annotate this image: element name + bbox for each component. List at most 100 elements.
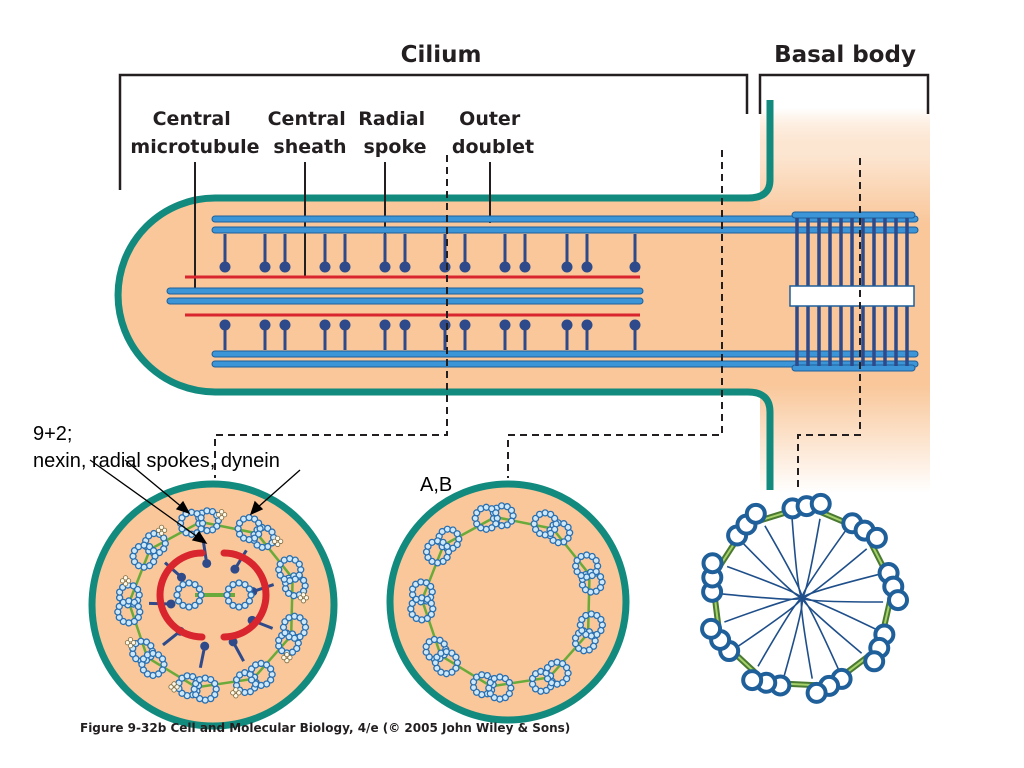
dynein-arm <box>127 637 134 643</box>
dynein-arm <box>122 575 129 581</box>
triplet-microtubule <box>700 617 723 640</box>
dynein-arm <box>216 512 222 518</box>
doublet-b-protofilament <box>254 519 263 527</box>
dynein-arm <box>281 654 287 661</box>
doublet-b-protofilament <box>562 664 571 672</box>
spoke-head <box>166 599 176 609</box>
dynein-arm <box>161 527 168 533</box>
spoke-head-bottom <box>339 319 351 331</box>
central-microtubule-left <box>179 580 187 589</box>
cartwheel-spoke <box>791 517 821 599</box>
dynein-arm <box>275 535 281 541</box>
spoke-head-top <box>499 261 511 273</box>
central-microtubule-left <box>197 591 205 599</box>
doublet-a-protofilament <box>596 573 605 581</box>
doublet-b-protofilament <box>592 556 600 565</box>
axoneme-cross-section <box>88 480 338 730</box>
dynein-arm <box>272 538 278 544</box>
dynein-arm <box>219 509 225 515</box>
central-microtubule-left <box>174 585 183 593</box>
spoke-head-bottom <box>629 319 641 331</box>
spoke-head <box>230 564 240 574</box>
dynein-arm <box>119 578 126 584</box>
triplet-microtubule <box>701 552 724 575</box>
spoke-head-top <box>439 261 451 273</box>
dynein-arm <box>122 581 129 587</box>
cartwheel-spoke <box>757 597 804 678</box>
spoke-head-top <box>581 261 593 273</box>
dynein-arm <box>130 640 137 646</box>
doublet-b-protofilament <box>443 542 451 551</box>
spoke-head-bottom <box>561 319 573 331</box>
dynein-arm <box>297 595 304 601</box>
structures-note: nexin, radial spokes, dynein <box>33 450 280 472</box>
central-microtubule-right <box>224 585 233 593</box>
dynein-arm <box>155 527 162 533</box>
dynein-arm <box>171 687 177 693</box>
central-microtubule-right <box>229 601 237 610</box>
dynein-arm <box>124 640 131 646</box>
central-microtubule-left <box>179 601 187 610</box>
doublet-a-protofilament <box>564 523 572 532</box>
dynein-arm <box>236 690 242 696</box>
triplet-microtubule <box>741 669 764 692</box>
spoke-head-top <box>629 261 641 273</box>
triplet-microtubule <box>887 589 910 612</box>
central-microtubule-right <box>247 591 255 599</box>
spoke-head-bottom <box>219 319 231 331</box>
doublet-a-protofilament <box>453 530 461 538</box>
central-microtubule-left <box>191 580 199 589</box>
figure-caption: Figure 9-32b Cell and Molecular Biology,… <box>80 721 570 735</box>
central-microtubule-right <box>224 597 233 605</box>
spoke-head-top <box>379 261 391 273</box>
triplet-microtubule <box>744 502 767 525</box>
central-microtubule-left <box>185 603 193 611</box>
basal-body-cross-section <box>700 492 910 704</box>
dynein-arm <box>300 598 307 604</box>
central-sheath-right <box>220 549 270 641</box>
central-microtubule-right <box>241 580 249 589</box>
transition-zone-cross-section <box>386 480 630 724</box>
dynein-arm <box>171 681 177 687</box>
triplet-microtubule <box>863 650 886 673</box>
spoke-head-bottom <box>499 319 511 331</box>
cilium-bracket <box>118 73 749 190</box>
central-microtubule-right <box>235 579 243 587</box>
cilium-body <box>120 200 760 390</box>
cartwheel-spoke <box>801 596 878 654</box>
dynein-arm <box>127 643 134 649</box>
doublet-b-protofilament <box>492 509 500 517</box>
dynein-arm <box>168 684 174 690</box>
spoke-head-bottom <box>519 319 531 331</box>
dynein-arm <box>219 515 225 521</box>
central-microtubule-right <box>245 597 254 605</box>
dynein-arm <box>230 690 236 696</box>
spoke-head-bottom <box>399 319 411 331</box>
doublet-b-protofilament <box>597 615 605 624</box>
transition-link-ring <box>420 515 591 688</box>
spoke-head-top <box>279 261 291 273</box>
basal-body-bracket <box>758 73 930 114</box>
basal-body-title: Basal body <box>774 42 916 68</box>
central-microtubule-right <box>245 585 254 593</box>
central-sheath-label: Central sheath <box>268 108 353 158</box>
dynein-arm <box>284 651 290 658</box>
doublet-a-protofilament <box>299 576 308 585</box>
central-microtubule-left <box>174 597 183 605</box>
annotation-arrows <box>89 459 301 544</box>
doublet-b-protofilament <box>551 514 559 523</box>
transition-lumen <box>446 540 570 664</box>
central-microtubule-left <box>185 579 193 587</box>
spoke-head-bottom <box>319 319 331 331</box>
triplet-microtubule <box>805 681 828 704</box>
doublet-a-protofilament <box>440 640 448 648</box>
spoke-head-bottom <box>379 319 391 331</box>
spoke-head-top <box>319 261 331 273</box>
spoke-head-top <box>399 261 411 273</box>
ab-note: A,B <box>420 474 452 496</box>
nine-plus-two-note: 9+2; <box>33 423 72 445</box>
radial-spoke-label: Radial spoke <box>358 108 432 158</box>
central-microtubule-left <box>195 585 204 593</box>
doublet-a-protofilament <box>507 506 516 515</box>
